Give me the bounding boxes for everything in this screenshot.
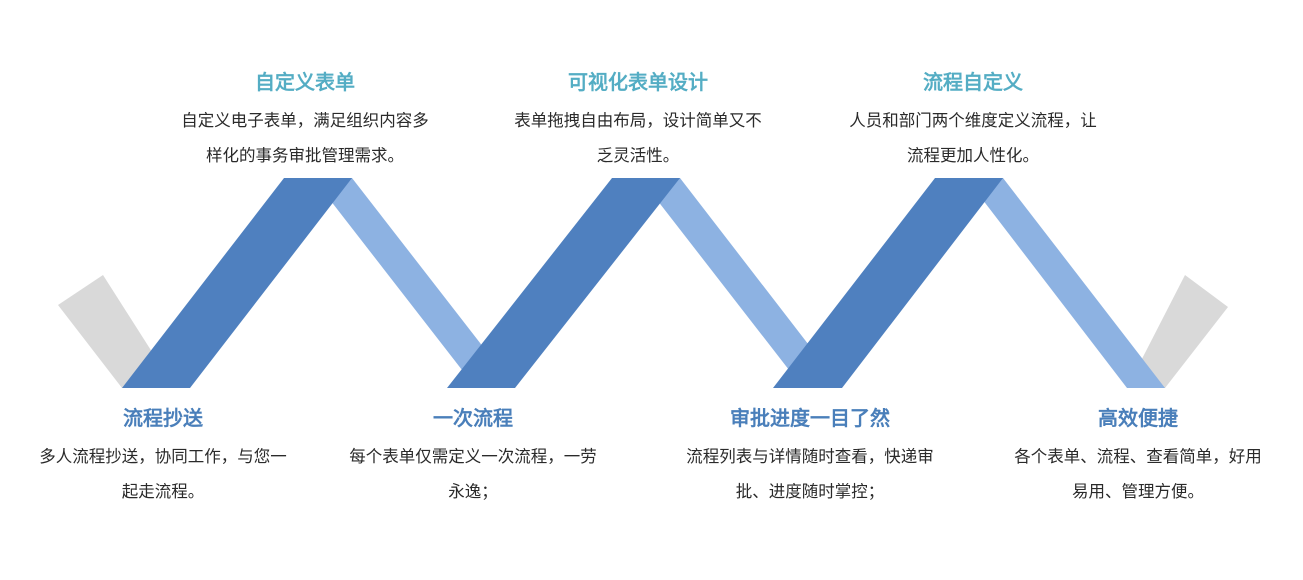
feature-desc-line-2: 批、进度随时掌控；	[735, 482, 885, 501]
feature-title: 流程自定义	[923, 70, 1023, 94]
feature-approval-progress: 审批进度一目了然 流程列表与详情随时查看，快递审 批、进度随时掌控；	[660, 405, 960, 509]
ribbon-segment-up-1	[122, 178, 352, 388]
feature-title: 自定义表单	[255, 70, 355, 94]
feature-desc-line-2: 永逸；	[448, 482, 498, 501]
feature-title: 一次流程	[433, 406, 513, 430]
feature-desc-line-1: 多人流程抄送，协同工作，与您一	[39, 447, 287, 466]
feature-desc-line-1: 人员和部门两个维度定义流程，让	[849, 111, 1097, 130]
ribbon-segment-down-1	[313, 178, 515, 388]
feature-custom-workflow: 流程自定义 人员和部门两个维度定义流程，让 流程更加人性化。	[823, 69, 1123, 173]
feature-title: 审批进度一目了然	[730, 406, 890, 430]
feature-desc-line-2: 样化的事务审批管理需求。	[206, 146, 404, 165]
feature-desc-line-2: 流程更加人性化。	[907, 146, 1039, 165]
feature-desc-line-1: 流程列表与详情随时查看，快递审	[686, 447, 934, 466]
feature-workflow-cc: 流程抄送 多人流程抄送，协同工作，与您一 起走流程。	[13, 405, 313, 509]
feature-desc-line-1: 每个表单仅需定义一次流程，一劳	[349, 447, 597, 466]
feature-desc-line-1: 表单拖拽自由布局，设计简单又不	[514, 111, 762, 130]
feature-desc-line-2: 易用、管理方便。	[1072, 482, 1204, 501]
ribbon-segment-down-3	[966, 178, 1165, 388]
feature-desc-line-2: 起走流程。	[121, 482, 205, 501]
feature-title: 可视化表单设计	[568, 70, 708, 94]
feature-visual-form-design: 可视化表单设计 表单拖拽自由布局，设计简单又不 乏灵活性。	[488, 69, 788, 173]
feature-one-time-workflow: 一次流程 每个表单仅需定义一次流程，一劳 永逸；	[323, 405, 623, 509]
feature-desc-line-1: 各个表单、流程、查看简单，好用	[1014, 447, 1262, 466]
feature-custom-form: 自定义表单 自定义电子表单，满足组织内容多 样化的事务审批管理需求。	[155, 69, 455, 173]
feature-title: 高效便捷	[1098, 406, 1178, 430]
feature-title: 流程抄送	[123, 406, 203, 430]
feature-desc-line-2: 乏灵活性。	[596, 146, 680, 165]
ribbon-stub-right	[1127, 275, 1228, 388]
ribbon-segment-up-3	[773, 178, 1003, 388]
feature-desc-line-1: 自定义电子表单，满足组织内容多	[181, 111, 429, 130]
ribbon-segment-up-2	[447, 178, 680, 388]
feature-efficient-convenient: 高效便捷 各个表单、流程、查看简单，好用 易用、管理方便。	[988, 405, 1288, 509]
ribbon-segment-down-2	[640, 178, 842, 388]
